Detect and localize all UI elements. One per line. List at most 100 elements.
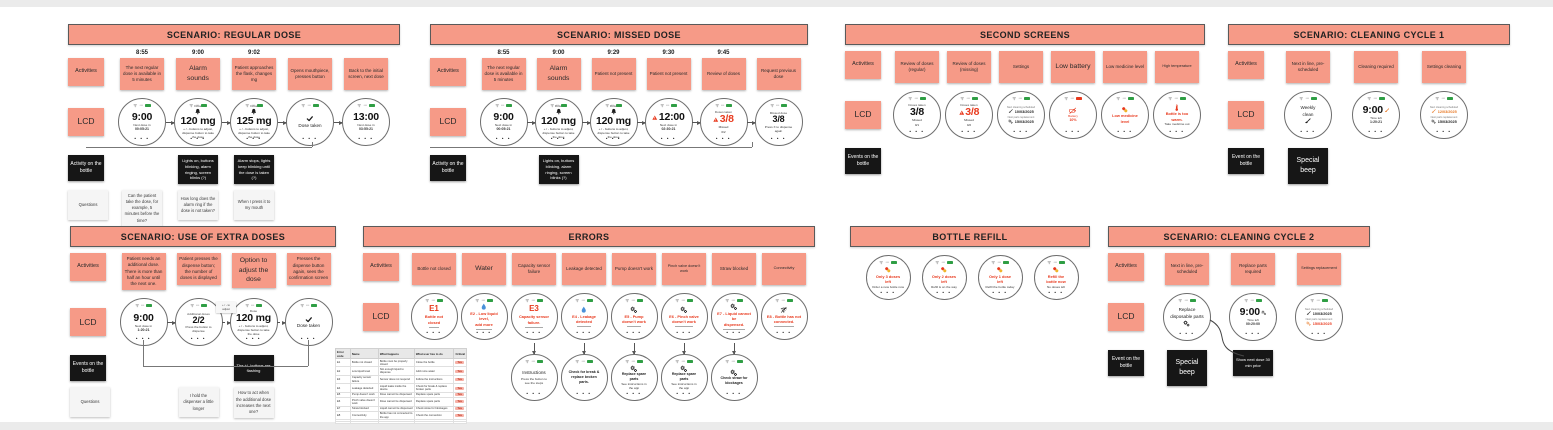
- question-note[interactable]: How to act when the additional dose incr…: [233, 387, 274, 418]
- section-header[interactable]: SCENARIO: REGULAR DOSE: [68, 24, 400, 45]
- lcd-screen[interactable]: •••Dose taken• • •: [286, 98, 334, 146]
- activity-note[interactable]: Next in line, pre-scheduled: [1165, 253, 1209, 285]
- section-header[interactable]: SCENARIO: USE OF EXTRA DOSES: [70, 226, 336, 247]
- activity-note[interactable]: Next in line, pre-scheduled: [1286, 51, 1330, 83]
- activity-note[interactable]: Patient not present: [591, 58, 636, 90]
- row-label-activities[interactable]: Activities: [68, 58, 104, 86]
- activity-note[interactable]: Replace parts required: [1231, 253, 1275, 285]
- activity-note[interactable]: The next regular dose is available in 5 …: [120, 58, 164, 90]
- row-label-lcd[interactable]: LCD: [70, 308, 106, 337]
- section-header[interactable]: SCENARIO: CLEANING CYCLE 1: [1228, 24, 1510, 45]
- question-note[interactable]: How long does the alarm ring if the dose…: [178, 190, 218, 221]
- activity-note[interactable]: Patient not present: [646, 58, 691, 90]
- activity-note[interactable]: Pump doesn't work: [612, 253, 656, 285]
- question-note[interactable]: Can the patient take the dose, for examp…: [122, 190, 162, 227]
- activity-note[interactable]: Settings: [999, 51, 1043, 83]
- activity-note[interactable]: Patient presses the dispense button; the…: [176, 253, 221, 285]
- row-label-bottle-events[interactable]: Event on the bottle: [1228, 148, 1264, 174]
- row-label-lcd[interactable]: LCD: [1108, 303, 1144, 331]
- activity-note[interactable]: Bottle not closed: [412, 253, 456, 285]
- row-label-lcd[interactable]: LCD: [1228, 101, 1264, 129]
- row-label-activities[interactable]: Activities: [363, 253, 399, 281]
- activity-note[interactable]: Request previous dose: [756, 58, 801, 90]
- activity-note[interactable]: Water: [462, 253, 506, 285]
- activity-note[interactable]: Option to adjust the dose: [231, 253, 276, 288]
- row-label-bottle-events[interactable]: Event on the bottle: [1108, 350, 1144, 376]
- activity-note[interactable]: Settings cleaning: [1422, 51, 1466, 83]
- row-label-bottle-events[interactable]: Events on the bottle: [845, 148, 881, 174]
- activity-note[interactable]: Review of doses (missing): [947, 51, 991, 83]
- row-label-lcd[interactable]: LCD: [845, 101, 881, 129]
- activity-note[interactable]: Straw blocked: [712, 253, 756, 285]
- activity-note[interactable]: Pinch valve doesn't work: [662, 253, 706, 285]
- activity-note[interactable]: Alarm sounds: [536, 58, 581, 90]
- activity-note[interactable]: Back to the initial screen, next dose: [344, 58, 388, 90]
- row-label-activities[interactable]: Activities: [845, 51, 881, 79]
- activity-note[interactable]: High temperature: [1155, 51, 1199, 83]
- bottle-event-note[interactable]: Lights on, buttons blinking, alarm ringi…: [178, 155, 218, 185]
- section-header[interactable]: SECOND SCREENS: [845, 24, 1205, 45]
- row-label-bottle-events[interactable]: Activity on the bottle: [68, 155, 104, 181]
- row-label-questions[interactable]: Questions: [68, 190, 108, 221]
- row-label-activities[interactable]: Activities: [70, 253, 106, 281]
- row-label-activities[interactable]: Activities: [1108, 253, 1144, 281]
- activity-note[interactable]: Leakage detected: [562, 253, 606, 285]
- adjust-note[interactable]: + / - to adjust: [216, 302, 236, 314]
- question-note[interactable]: I hold the dispenser a little longer: [178, 387, 219, 418]
- activity-note[interactable]: Patient needs an additional dose. There …: [121, 253, 166, 291]
- activity-note[interactable]: Opens mouthpiece, presses button: [288, 58, 332, 90]
- activity-note[interactable]: Low medicine level: [1103, 51, 1147, 83]
- row-label-lcd[interactable]: LCD: [68, 108, 104, 136]
- row-label-bottle-events[interactable]: Events on the bottle: [70, 355, 106, 382]
- bottle-event-note[interactable]: The +/- buttons are flashing: [233, 355, 274, 382]
- activity-note[interactable]: Cleaning required: [1354, 51, 1398, 83]
- activity-note[interactable]: Alarm sounds: [176, 58, 220, 90]
- row-label-activities[interactable]: Activities: [1228, 51, 1264, 79]
- bottle-event-note[interactable]: Lights on, buttons blinking, alarm ringi…: [538, 155, 579, 185]
- activity-note[interactable]: Review of doses (regular): [895, 51, 939, 83]
- activity-note[interactable]: Connectivity: [762, 253, 806, 285]
- bottle-event-note[interactable]: Special beep: [1288, 148, 1328, 184]
- activity-note[interactable]: Patient approaches the flask, changes mg: [232, 58, 276, 90]
- lcd-screen[interactable]: •••Dose taken• • •: [284, 298, 333, 347]
- activity-note[interactable]: Low battery: [1051, 51, 1095, 83]
- row-label-questions[interactable]: Questions: [70, 387, 110, 418]
- question-note[interactable]: When I press it to my mouth: [234, 190, 274, 221]
